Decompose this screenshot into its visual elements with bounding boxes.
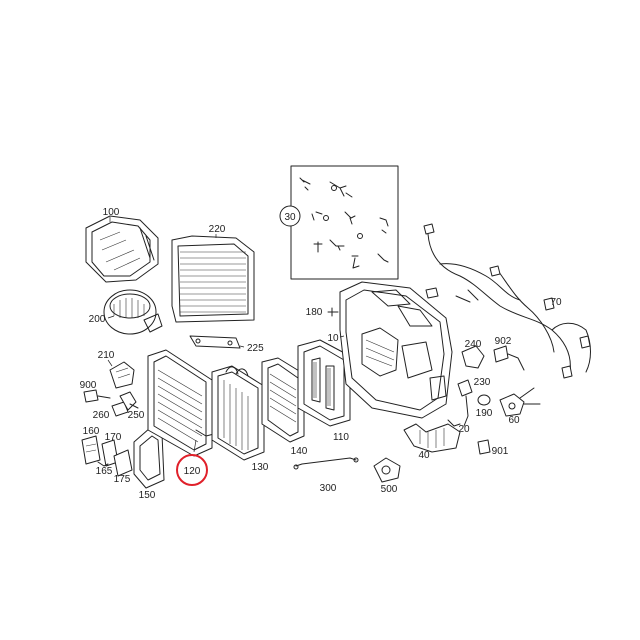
part-100-blower-housing[interactable]: 100: [85, 207, 159, 283]
label-240: 240: [465, 339, 482, 350]
label-260: 260: [93, 410, 110, 421]
label-60: 60: [508, 415, 520, 426]
label-500: 500: [381, 484, 398, 495]
label-120: 120: [184, 466, 201, 477]
part-165-clip[interactable]: 165: [96, 461, 113, 477]
part-20-clip[interactable]: 20: [447, 419, 470, 435]
part-260-sensor[interactable]: 260: [93, 401, 129, 421]
part-901-connector[interactable]: 901: [477, 439, 509, 457]
label-250: 250: [128, 410, 145, 421]
label-900: 900: [80, 380, 97, 391]
label-220: 220: [209, 224, 226, 235]
label-165: 165: [96, 466, 113, 477]
part-200-blower-motor[interactable]: 200: [89, 289, 163, 335]
part-902-connector[interactable]: 902: [493, 336, 525, 371]
part-140-heater-panel[interactable]: 140: [261, 357, 308, 457]
fastener-screws: [299, 177, 389, 269]
inset-box-30: 30: [279, 165, 399, 280]
part-220-cabin-filter[interactable]: 220: [171, 224, 255, 323]
label-100: 100: [103, 207, 120, 218]
label-190: 190: [476, 408, 493, 419]
label-160: 160: [83, 426, 100, 437]
part-225-bracket[interactable]: 225: [189, 335, 264, 354]
callout-circle-30[interactable]: [279, 205, 301, 227]
part-150-seal-frame[interactable]: 150: [133, 427, 165, 501]
part-240-sensor[interactable]: 240: [461, 339, 485, 369]
label-30: 30: [284, 212, 296, 223]
label-200: 200: [89, 314, 106, 325]
label-20: 20: [458, 424, 470, 435]
label-230: 230: [474, 377, 491, 388]
label-110: 110: [333, 432, 349, 443]
label-40: 40: [418, 450, 430, 461]
label-902: 902: [495, 336, 512, 347]
part-250-actuator[interactable]: 250: [119, 391, 145, 421]
part-110-flap-assembly[interactable]: 110: [297, 339, 351, 443]
label-300: 300: [320, 483, 337, 494]
part-500-actuator[interactable]: 500: [373, 457, 401, 495]
part-70-wiring-harness[interactable]: 70: [423, 223, 591, 379]
part-175-gasket[interactable]: 175: [113, 449, 133, 485]
label-130: 130: [252, 462, 269, 473]
part-230-sensor[interactable]: 230: [457, 377, 491, 427]
label-210: 210: [98, 350, 115, 361]
part-130-heater-core[interactable]: 130: [211, 365, 269, 473]
label-901: 901: [492, 446, 509, 457]
label-10: 10: [327, 333, 339, 344]
label-225: 225: [247, 343, 264, 354]
label-150: 150: [139, 490, 156, 501]
part-210-resistor[interactable]: 210: [98, 350, 135, 389]
part-180-screw[interactable]: 180: [306, 307, 339, 318]
part-160-actuator[interactable]: 160: [81, 426, 101, 465]
label-70: 70: [550, 297, 562, 308]
label-140: 140: [291, 446, 308, 457]
part-900-connector[interactable]: 900: [80, 380, 111, 403]
part-60-actuator[interactable]: 60: [499, 387, 541, 426]
part-40-drain-hose[interactable]: 40: [403, 423, 461, 461]
label-170: 170: [105, 432, 122, 443]
part-190-sensor[interactable]: 190: [476, 394, 493, 419]
callout-120-highlight[interactable]: 120: [176, 454, 208, 486]
part-300-cable[interactable]: 300: [293, 457, 359, 494]
label-175: 175: [114, 474, 131, 485]
label-180: 180: [306, 307, 323, 318]
part-10-hvac-housing[interactable]: 10: [327, 281, 453, 419]
